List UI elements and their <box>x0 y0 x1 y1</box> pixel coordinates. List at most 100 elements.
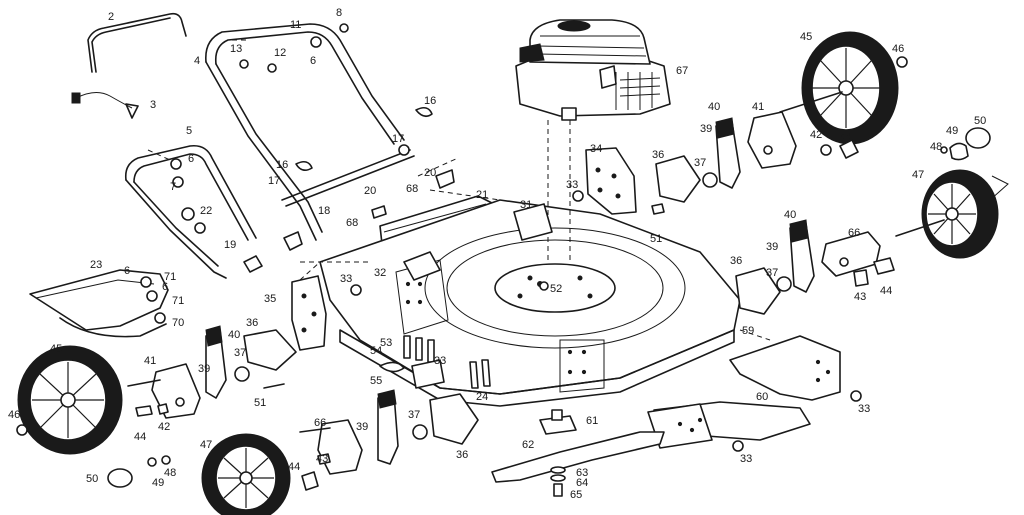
mower-deck <box>299 120 741 430</box>
callout-label: 46 <box>892 43 904 55</box>
wheel-rear-left <box>16 345 123 455</box>
callout-label: 46 <box>8 409 20 421</box>
callout-labels: 2 3 4 5 6 6 6 6 7 8 11 12 13 16 16 17 17… <box>8 7 986 501</box>
callout-label: 66 <box>848 227 860 239</box>
callout-label: 4 <box>194 55 200 67</box>
callout-label: 6 <box>310 55 316 67</box>
callout-label: 37 <box>234 347 246 359</box>
callout-label: 45 <box>800 31 812 43</box>
callout-label: 61 <box>586 415 598 427</box>
callout-label: 50 <box>974 115 986 127</box>
callout-label: 45 <box>50 343 62 355</box>
lower-handle <box>124 144 257 279</box>
callout-label: 71 <box>172 295 184 307</box>
callout-label: 24 <box>476 391 488 403</box>
callout-label: 16 <box>276 159 288 171</box>
callout-label: 71 <box>164 271 176 283</box>
callout-label: 50 <box>86 473 98 485</box>
callout-label: 37 <box>694 157 706 169</box>
callout-label: 23 <box>90 259 102 271</box>
callout-label: 51 <box>650 233 662 245</box>
callout-label: 70 <box>172 317 184 329</box>
callout-label: 20 <box>364 185 376 197</box>
callout-label: 54 <box>370 345 382 357</box>
callout-label: 33 <box>740 453 752 465</box>
callout-label: 21 <box>476 189 488 201</box>
callout-label: 41 <box>752 101 764 113</box>
front-bracket <box>572 147 665 215</box>
callout-label: 42 <box>158 421 170 433</box>
callout-label: 37 <box>408 409 420 421</box>
handle-hardware <box>147 23 433 273</box>
callout-label: 62 <box>522 439 534 451</box>
callout-label: 36 <box>456 449 468 461</box>
callout-label: 43 <box>854 291 866 303</box>
callout-label: 41 <box>144 355 156 367</box>
callout-label: 5 <box>186 125 192 137</box>
callout-label: 17 <box>268 175 280 187</box>
callout-label: 48 <box>930 141 942 153</box>
callout-label: 44 <box>134 431 146 443</box>
wheel-adjuster-front-left <box>735 219 895 341</box>
throttle-cable <box>71 92 139 119</box>
callout-label: 40 <box>228 329 240 341</box>
callout-label: 59 <box>742 325 754 337</box>
callout-label: 39 <box>700 123 712 135</box>
callout-label: 20 <box>424 167 436 179</box>
callout-label: 33 <box>434 355 446 367</box>
engine-mount-bracket <box>513 203 553 287</box>
callout-label: 67 <box>676 65 688 77</box>
side-discharge-shield <box>647 335 862 452</box>
callout-label: 43 <box>316 453 328 465</box>
callout-label: 40 <box>378 395 390 407</box>
callout-label: 6 <box>162 281 168 293</box>
callout-label: 42 <box>810 129 822 141</box>
wheel-adjuster-front-right <box>655 111 991 203</box>
callout-label: 40 <box>784 209 796 221</box>
callout-label: 13 <box>230 43 242 55</box>
callout-label: 2 <box>108 11 114 23</box>
cross-rod <box>281 144 415 207</box>
callout-label: 49 <box>946 125 958 137</box>
callout-label: 17 <box>392 133 404 145</box>
callout-label: 16 <box>424 95 436 107</box>
callout-label: 33 <box>340 273 352 285</box>
wheel-front-left <box>895 169 1009 259</box>
callout-label: 34 <box>590 143 602 155</box>
wheel-front-right <box>779 31 908 145</box>
engine <box>515 19 671 121</box>
callout-label: 18 <box>318 205 330 217</box>
callout-label: 36 <box>246 317 258 329</box>
callout-label: 66 <box>314 417 326 429</box>
callout-label: 52 <box>550 283 562 295</box>
callout-label: 36 <box>730 255 742 267</box>
callout-label: 44 <box>840 131 852 143</box>
callout-label: 51 <box>254 397 266 409</box>
callout-label: 39 <box>198 363 210 375</box>
callout-label: 39 <box>356 421 368 433</box>
wheel-adjuster-rear-right <box>299 389 479 491</box>
callout-label: 7 <box>170 181 176 193</box>
callout-label: 6 <box>124 265 130 277</box>
callout-label: 33 <box>858 403 870 415</box>
callout-label: 11 <box>290 19 301 31</box>
callout-label: 39 <box>766 241 778 253</box>
callout-label: 47 <box>912 169 924 181</box>
callout-label: 8 <box>336 7 342 19</box>
rear-axle-bracket <box>291 275 362 351</box>
callout-label: 53 <box>380 337 392 349</box>
callout-label: 3 <box>150 99 156 111</box>
callout-label: 68 <box>406 183 418 195</box>
callout-label: 35 <box>264 293 276 305</box>
callout-label: 64 <box>576 477 588 489</box>
wheel-rear-right <box>107 433 291 515</box>
blade-assembly <box>491 409 665 497</box>
callout-label: 44 <box>288 461 300 473</box>
wheel-adjuster-rear-left <box>127 325 297 419</box>
callout-label: 44 <box>880 285 892 297</box>
callout-label: 37 <box>766 267 778 279</box>
height-adjuster-bolts <box>379 281 549 389</box>
callout-label: 63 <box>576 467 588 479</box>
callout-label: 48 <box>164 467 176 479</box>
